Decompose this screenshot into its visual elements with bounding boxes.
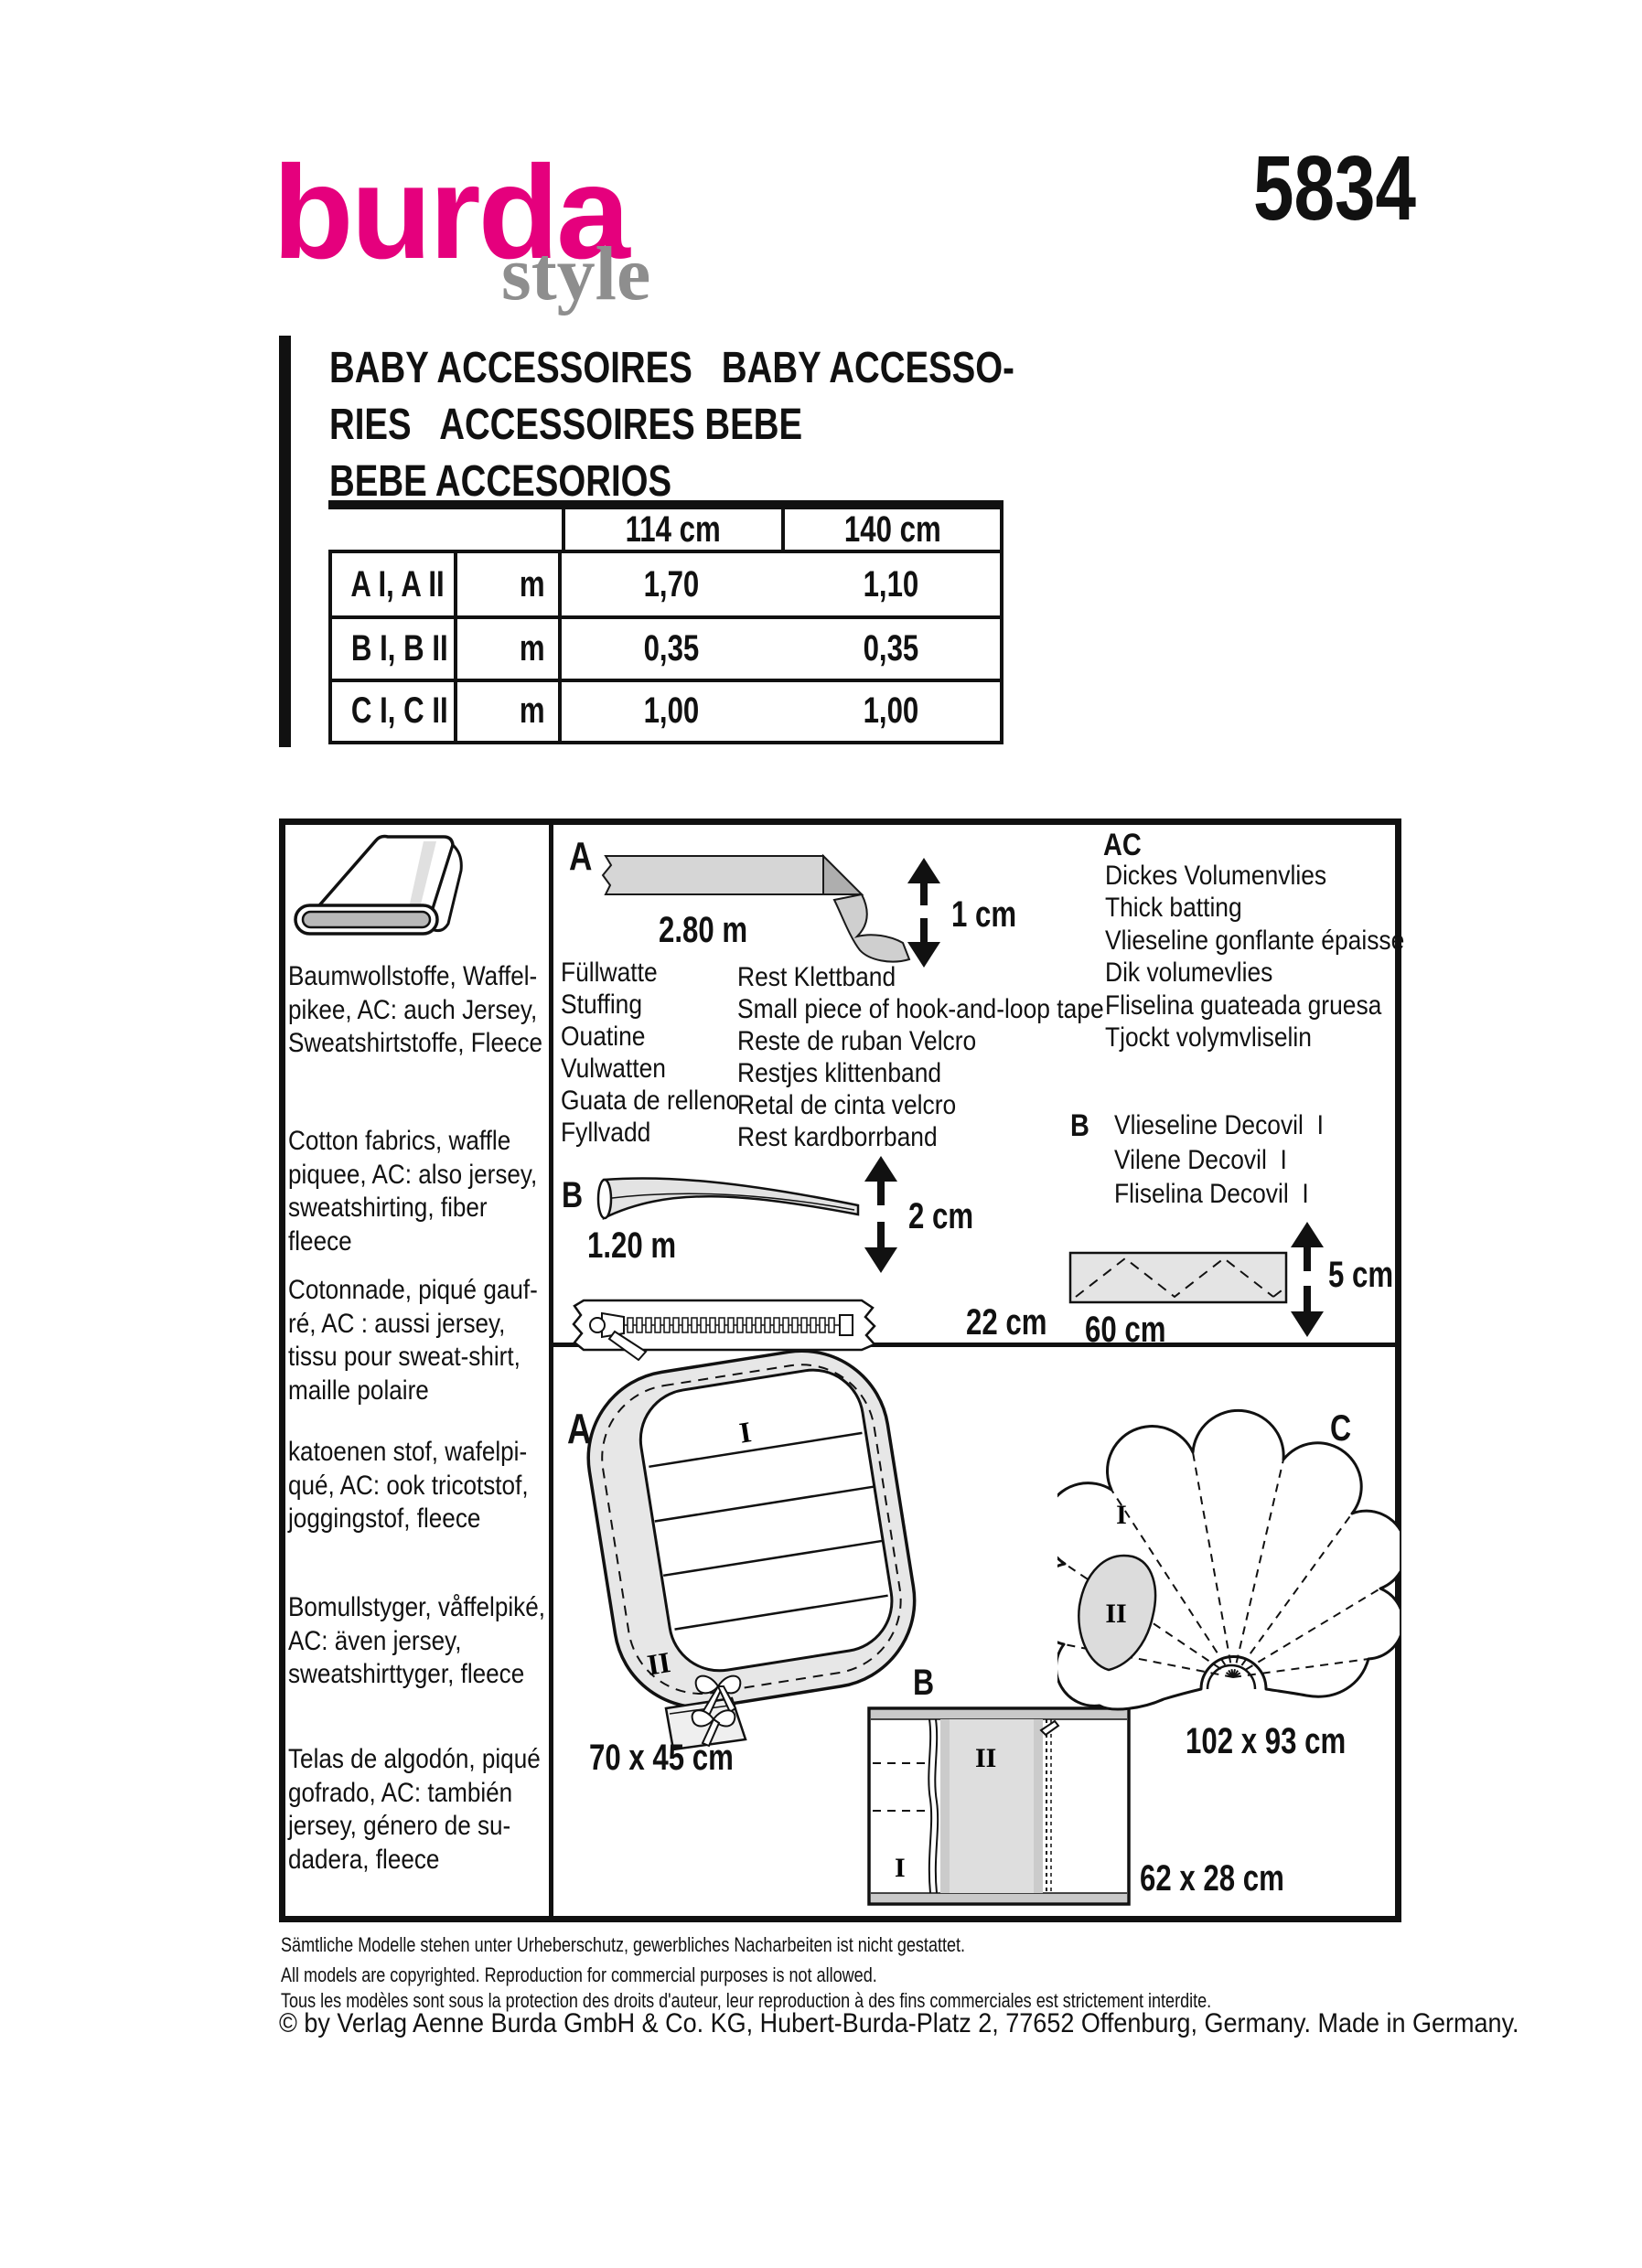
zipper-drawing <box>572 1299 877 1361</box>
title-line-2: RIES ACCESSOIRES BEBE <box>329 401 803 449</box>
table-row-value-140: 1,00 <box>781 678 1000 741</box>
zipper-length-label: 22 cm <box>966 1302 1047 1343</box>
fabrics-german: Baumwollstoffe, Waffel- pikee, AC: auch … <box>288 961 543 1058</box>
diagram-box <box>279 818 1401 1922</box>
table-row-label: C I, C II <box>332 678 457 741</box>
fabrics-dutch: katoenen stof, wafelpi- qué, AC: ook tri… <box>288 1437 529 1534</box>
tape-b-length-label: 1.20 m <box>587 1225 677 1266</box>
table-header-114cm: 114 cm <box>562 509 781 550</box>
model-c-shell-drawing: I II <box>1057 1408 1400 1711</box>
fabric-requirements-table: A I, A II m 1,70 1,10 B I, B II m 0,35 0… <box>328 550 1003 744</box>
model-a-baby-nest-drawing: I II <box>586 1349 917 1750</box>
tape-b-width-label: 2 cm <box>908 1196 974 1236</box>
model-b-piece-1-label: I <box>895 1853 906 1883</box>
table-row-value-114: 0,35 <box>562 615 781 678</box>
model-c-piece-2-label: II <box>1105 1599 1126 1629</box>
view-b-notion-label: B <box>562 1175 584 1215</box>
table-row-unit: m <box>457 678 562 741</box>
strip-a-width-label: 1 cm <box>951 894 1017 935</box>
arrow-5cm-icon <box>1291 1222 1324 1337</box>
strip-a-length-label: 2.80 m <box>659 910 748 950</box>
copyright-english: All models are copyrighted. Reproduction… <box>281 1963 877 1986</box>
decovil-list: Vlieseline Decovil I Vilene Decovil I Fl… <box>1114 1110 1324 1209</box>
burda-style-logo: style <box>501 231 651 316</box>
table-row-unit: m <box>457 615 562 679</box>
title-side-bar <box>279 336 291 747</box>
view-a-notion-label: A <box>569 834 593 879</box>
fabric-bolt-icon <box>294 834 463 936</box>
model-a-piece-2-label: II <box>645 1645 672 1681</box>
fabrics-english: Cotton fabrics, waffle piquee, AC: also … <box>288 1126 538 1257</box>
horizontal-divider <box>551 1343 1401 1347</box>
model-c-size-label: 102 x 93 cm <box>1186 1721 1347 1761</box>
table-row-value-114: 1,00 <box>562 678 781 741</box>
table-row-value-114: 1,70 <box>643 563 700 604</box>
model-a-label: A <box>567 1405 592 1452</box>
table-row-label: A I, A II <box>332 553 457 616</box>
model-b-size-label: 62 x 28 cm <box>1140 1858 1284 1899</box>
ac-notion-label: AC <box>1103 828 1142 862</box>
decovil-strip-drawing <box>1068 1251 1288 1304</box>
hook-and-loop-list: Rest Klettband Small piece of hook-and-l… <box>737 962 1104 1152</box>
table-row-value-140: 1,10 <box>863 563 918 604</box>
model-c-piece-1-label: I <box>1116 1500 1127 1530</box>
title-rule <box>328 500 1003 509</box>
pattern-number: 5834 <box>1253 137 1416 240</box>
bias-tape-b-drawing <box>596 1177 860 1220</box>
model-b-piece-2-label: II <box>975 1743 996 1773</box>
title-line-1: BABY ACCESSOIRES BABY ACCESSO- <box>329 344 1014 392</box>
table-header-140cm: 140 cm <box>781 509 1003 550</box>
fabrics-spanish: Telas de algodón, piqué gofrado, AC: tam… <box>288 1744 541 1875</box>
page-title: BABY ACCESSOIRES BABY ACCESSO- RIES ACCE… <box>329 340 1186 510</box>
b-decovil-label: B <box>1070 1108 1089 1143</box>
arrow-2cm-icon <box>864 1156 897 1273</box>
decovil-width-label: 5 cm <box>1328 1255 1394 1295</box>
thick-batting-list: Dickes Volumenvlies Thick batting Vliese… <box>1105 861 1405 1054</box>
stuffing-list: Füllwatte Stuffing Ouatine Vulwatten Gua… <box>561 957 740 1148</box>
fabrics-swedish: Bomullstyger, våffelpiké, AC: även jerse… <box>288 1592 545 1689</box>
batting-strip-a-drawing <box>601 853 911 963</box>
decovil-length-label: 60 cm <box>1085 1310 1166 1350</box>
vertical-divider <box>549 818 553 1922</box>
copyright-german: Sämtliche Modelle stehen unter Urhebersc… <box>281 1933 966 1956</box>
table-row-value-140: 0,35 <box>781 615 1000 678</box>
title-line-3: BEBE ACCESORIOS <box>329 457 672 506</box>
model-a-piece-1-label: I <box>737 1415 754 1450</box>
burda-logo: burda <box>273 138 630 286</box>
model-b-label: B <box>913 1663 935 1703</box>
table-row-unit: m <box>457 553 562 616</box>
model-b-mat-drawing: I II <box>867 1706 1131 1906</box>
model-c-label: C <box>1330 1408 1352 1449</box>
publisher-copyright: © by Verlag Aenne Burda GmbH & Co. KG, H… <box>279 2008 1519 2038</box>
fabrics-french: Cotonnade, piqué gauf- ré, AC : aussi je… <box>288 1275 538 1406</box>
arrow-1cm-icon <box>907 858 940 968</box>
table-row-label: B I, B II <box>332 615 457 679</box>
model-a-size-label: 70 x 45 cm <box>589 1738 734 1778</box>
copyright-french: Tous les modèles sont sous la protection… <box>281 1989 1212 2012</box>
